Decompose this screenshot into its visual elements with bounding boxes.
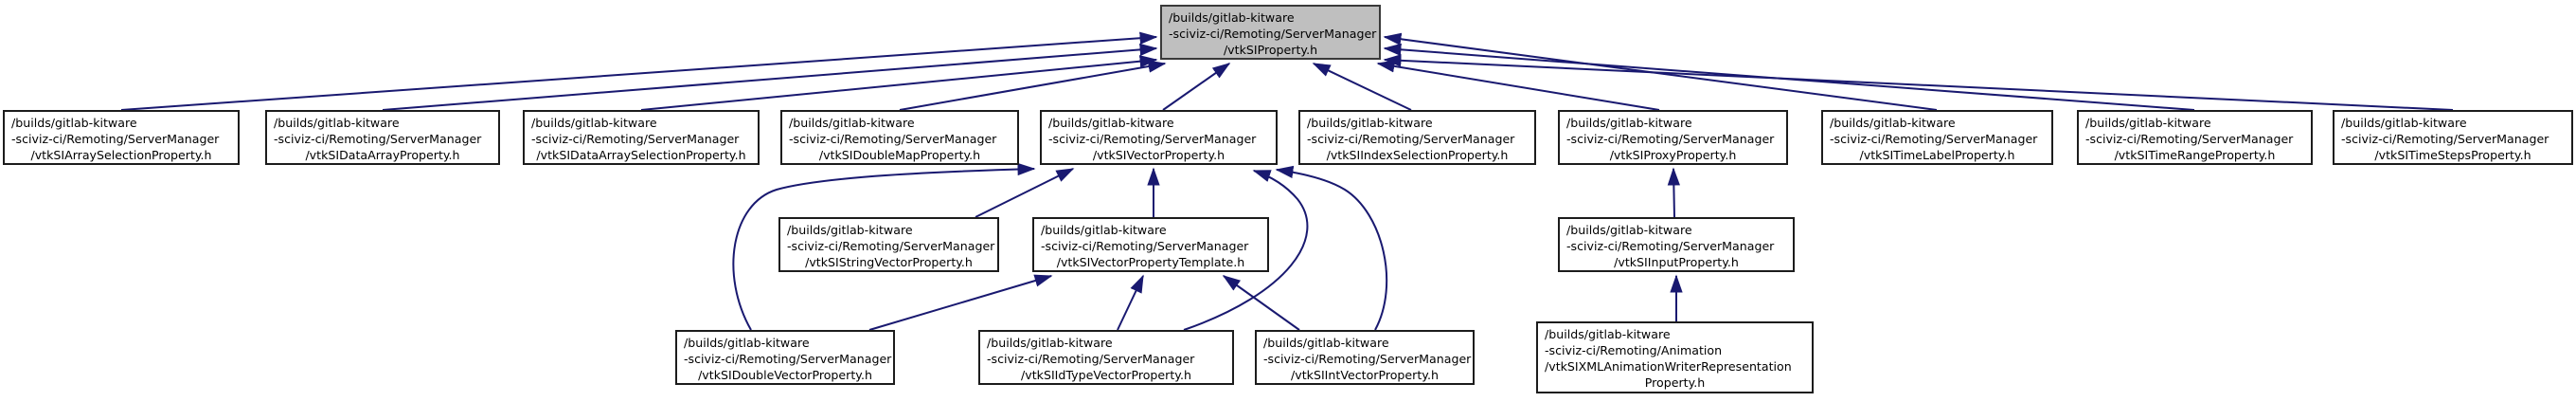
node-label-line: -sciviz-ci/Remoting/ServerManager <box>787 239 995 253</box>
node-vtkSIIdTypeVectorProperty[interactable]: /builds/gitlab-kitware -sciviz-ci/Remotin… <box>978 330 1234 385</box>
node-label-line: /vtkSIArraySelectionProperty.h <box>30 148 212 162</box>
edge-vtkSIProxyProperty-to-vtkSIProperty <box>1376 60 1660 111</box>
edge-vtkSITimeStepsProperty-to-vtkSIProperty <box>1383 54 2454 111</box>
edge-vtkSIDoubleVectorProperty-to-vtkSIVectorProperty <box>732 162 1036 331</box>
node-label-line: -sciviz-ci/Remoting/ServerManager <box>684 352 892 366</box>
edge-vtkSIDataArraySelectionProperty-to-vtkSIProperty <box>640 55 1158 111</box>
edge-vtkSIInputProperty-to-vtkSIProxyProperty <box>1667 167 1680 218</box>
node-label-line: /vtkSITimeStepsProperty.h <box>2374 148 2531 162</box>
node-label-line: /builds/gitlab-kitware <box>1545 327 1671 341</box>
node-vtkSIDataArraySelectionProperty[interactable]: /builds/gitlab-kitware -sciviz-ci/Remotin… <box>523 110 760 165</box>
node-label-line: /builds/gitlab-kitware <box>684 336 810 350</box>
node-label-line: /vtkSIProxyProperty.h <box>1609 148 1737 162</box>
edge-vtkSIDoubleMapProperty-to-vtkSIProperty <box>899 60 1167 111</box>
node-label-line: /builds/gitlab-kitware <box>1307 116 1433 130</box>
node-label-line: /vtkSIDataArrayProperty.h <box>305 148 460 162</box>
node-vtkSIXMLAnimationWriterRepresentationProperty[interactable]: /builds/gitlab-kitware -sciviz-ci/Remotin… <box>1536 321 1814 393</box>
node-label-line: /vtkSIIndexSelectionProperty.h <box>1326 148 1509 162</box>
node-label-line: -sciviz-ci/Remoting/ServerManager <box>789 132 997 146</box>
node-vtkSITimeStepsProperty[interactable]: /builds/gitlab-kitware -sciviz-ci/Remotin… <box>2333 110 2573 165</box>
node-vtkSIProperty: /builds/gitlab-kitware -sciviz-ci/Remotin… <box>1160 5 1381 60</box>
edge-vtkSIStringVectorProperty-to-vtkSIVectorProperty <box>975 168 1075 218</box>
node-label-line: -sciviz-ci/Remoting/ServerManager <box>1566 132 1775 146</box>
node-vtkSIProxyProperty[interactable]: /builds/gitlab-kitware -sciviz-ci/Remotin… <box>1558 110 1788 165</box>
node-label-line: /vtkSIVectorPropertyTemplate.h <box>1056 255 1245 269</box>
node-label-line: -sciviz-ci/Remoting/ServerManager <box>1566 239 1775 253</box>
node-label-line: /vtkSIDataArraySelectionProperty.h <box>536 148 746 162</box>
node-vtkSIDoubleMapProperty[interactable]: /builds/gitlab-kitware -sciviz-ci/Remotin… <box>780 110 1019 165</box>
node-label-line: /builds/gitlab-kitware <box>789 116 915 130</box>
node-label-line: -sciviz-ci/Remoting/ServerManager <box>987 352 1195 366</box>
node-label-line: -sciviz-ci/Remoting/ServerManager <box>1307 132 1515 146</box>
node-label-line: /builds/gitlab-kitware <box>1566 223 1692 237</box>
node-label-line: /builds/gitlab-kitware <box>787 223 913 237</box>
node-label-line: /vtkSIProperty.h <box>1223 43 1318 57</box>
node-label-line: /builds/gitlab-kitware <box>1169 10 1295 25</box>
node-label-line: Property.h <box>1644 375 1706 390</box>
node-label-line: /vtkSITimeRangeProperty.h <box>2114 148 2276 162</box>
edge-vtkSIDoubleVectorProperty-to-vtkSIVectorPropertyTemplate <box>868 274 1053 331</box>
node-label-line: -sciviz-ci/Remoting/ServerManager <box>1041 239 1249 253</box>
node-vtkSIDataArrayProperty[interactable]: /builds/gitlab-kitware -sciviz-ci/Remotin… <box>265 110 500 165</box>
node-vtkSIStringVectorProperty[interactable]: /builds/gitlab-kitware -sciviz-ci/Remotin… <box>778 217 999 272</box>
node-label-line: -sciviz-ci/Remoting/ServerManager <box>1048 132 1257 146</box>
node-label-line: /builds/gitlab-kitware <box>1566 116 1692 130</box>
node-vtkSIIndexSelectionProperty[interactable]: /builds/gitlab-kitware -sciviz-ci/Remotin… <box>1298 110 1536 165</box>
edge-vtkSIIdTypeVectorProperty-to-vtkSIVectorProperty <box>1183 170 1309 331</box>
node-vtkSIVectorPropertyTemplate[interactable]: /builds/gitlab-kitware -sciviz-ci/Remotin… <box>1032 217 1269 272</box>
node-vtkSIIntVectorProperty[interactable]: /builds/gitlab-kitware -sciviz-ci/Remotin… <box>1255 330 1475 385</box>
node-label-line: /vtkSITimeLabelProperty.h <box>1859 148 2015 162</box>
node-vtkSIVectorProperty[interactable]: /builds/gitlab-kitware -sciviz-ci/Remotin… <box>1040 110 1278 165</box>
node-label-line: -sciviz-ci/Remoting/Animation <box>1545 343 1723 357</box>
node-label-line: /vtkSIStringVectorProperty.h <box>805 255 973 269</box>
node-label-line: /vtkSIVectorProperty.h <box>1092 148 1225 162</box>
node-label-line: -sciviz-ci/Remoting/ServerManager <box>2341 132 2549 146</box>
node-label-line: /builds/gitlab-kitware <box>1048 116 1174 130</box>
edge-vtkSIVectorProperty-to-vtkSIProperty <box>1162 63 1231 111</box>
node-label-line: -sciviz-ci/Remoting/ServerManager <box>1169 27 1377 41</box>
node-vtkSIDoubleVectorProperty[interactable]: /builds/gitlab-kitware -sciviz-ci/Remotin… <box>675 330 895 385</box>
node-label-line: /builds/gitlab-kitware <box>1263 336 1389 350</box>
edge-vtkSIIntVectorProperty-to-vtkSIVectorPropertyTemplate <box>1222 275 1300 331</box>
node-label-line: -sciviz-ci/Remoting/ServerManager <box>11 132 220 146</box>
node-vtkSIArraySelectionProperty[interactable]: /builds/gitlab-kitware -sciviz-ci/Remotin… <box>3 110 240 165</box>
node-label-line: /builds/gitlab-kitware <box>1830 116 1956 130</box>
node-label-line: /vtkSIIntVectorProperty.h <box>1291 368 1439 382</box>
node-vtkSIInputProperty[interactable]: /builds/gitlab-kitware -sciviz-ci/Remotin… <box>1558 217 1795 272</box>
node-label-line: /vtkSIIdTypeVectorProperty.h <box>1021 368 1191 382</box>
node-label-line: /builds/gitlab-kitware <box>531 116 657 130</box>
node-label-line: /builds/gitlab-kitware <box>2341 116 2467 130</box>
node-label-line: -sciviz-ci/Remoting/ServerManager <box>274 132 482 146</box>
node-label-line: /vtkSIInputProperty.h <box>1614 255 1739 269</box>
edge-vtkSIIntVectorProperty-to-vtkSIVectorProperty <box>1275 165 1388 331</box>
edge-vtkSIIndexSelectionProperty-to-vtkSIProperty <box>1312 63 1412 111</box>
node-label-line: /vtkSIDoubleVectorProperty.h <box>698 368 872 382</box>
node-label-line: /vtkSIXMLAnimationWriterRepresentation <box>1545 359 1792 374</box>
node-label-line: /builds/gitlab-kitware <box>987 336 1113 350</box>
node-label-line: /builds/gitlab-kitware <box>2085 116 2211 130</box>
node-label-line: -sciviz-ci/Remoting/ServerManager <box>1830 132 2038 146</box>
node-vtkSITimeLabelProperty[interactable]: /builds/gitlab-kitware -sciviz-ci/Remotin… <box>1821 110 2053 165</box>
edge-vtkSIIdTypeVectorProperty-to-vtkSIVectorPropertyTemplate <box>1117 274 1144 331</box>
edge-vtkSIArraySelectionProperty-to-vtkSIProperty <box>120 31 1158 111</box>
node-label-line: -sciviz-ci/Remoting/ServerManager <box>531 132 740 146</box>
edge-vtkSIDataArrayProperty-to-vtkSIProperty <box>382 43 1158 111</box>
node-label-line: /builds/gitlab-kitware <box>274 116 400 130</box>
node-label-line: /vtkSIDoubleMapProperty.h <box>818 148 981 162</box>
node-label-line: -sciviz-ci/Remoting/ServerManager <box>2085 132 2294 146</box>
node-label-line: /builds/gitlab-kitware <box>11 116 137 130</box>
node-vtkSITimeRangeProperty[interactable]: /builds/gitlab-kitware -sciviz-ci/Remotin… <box>2077 110 2313 165</box>
node-label-line: /builds/gitlab-kitware <box>1041 223 1167 237</box>
node-label-line: -sciviz-ci/Remoting/ServerManager <box>1263 352 1472 366</box>
